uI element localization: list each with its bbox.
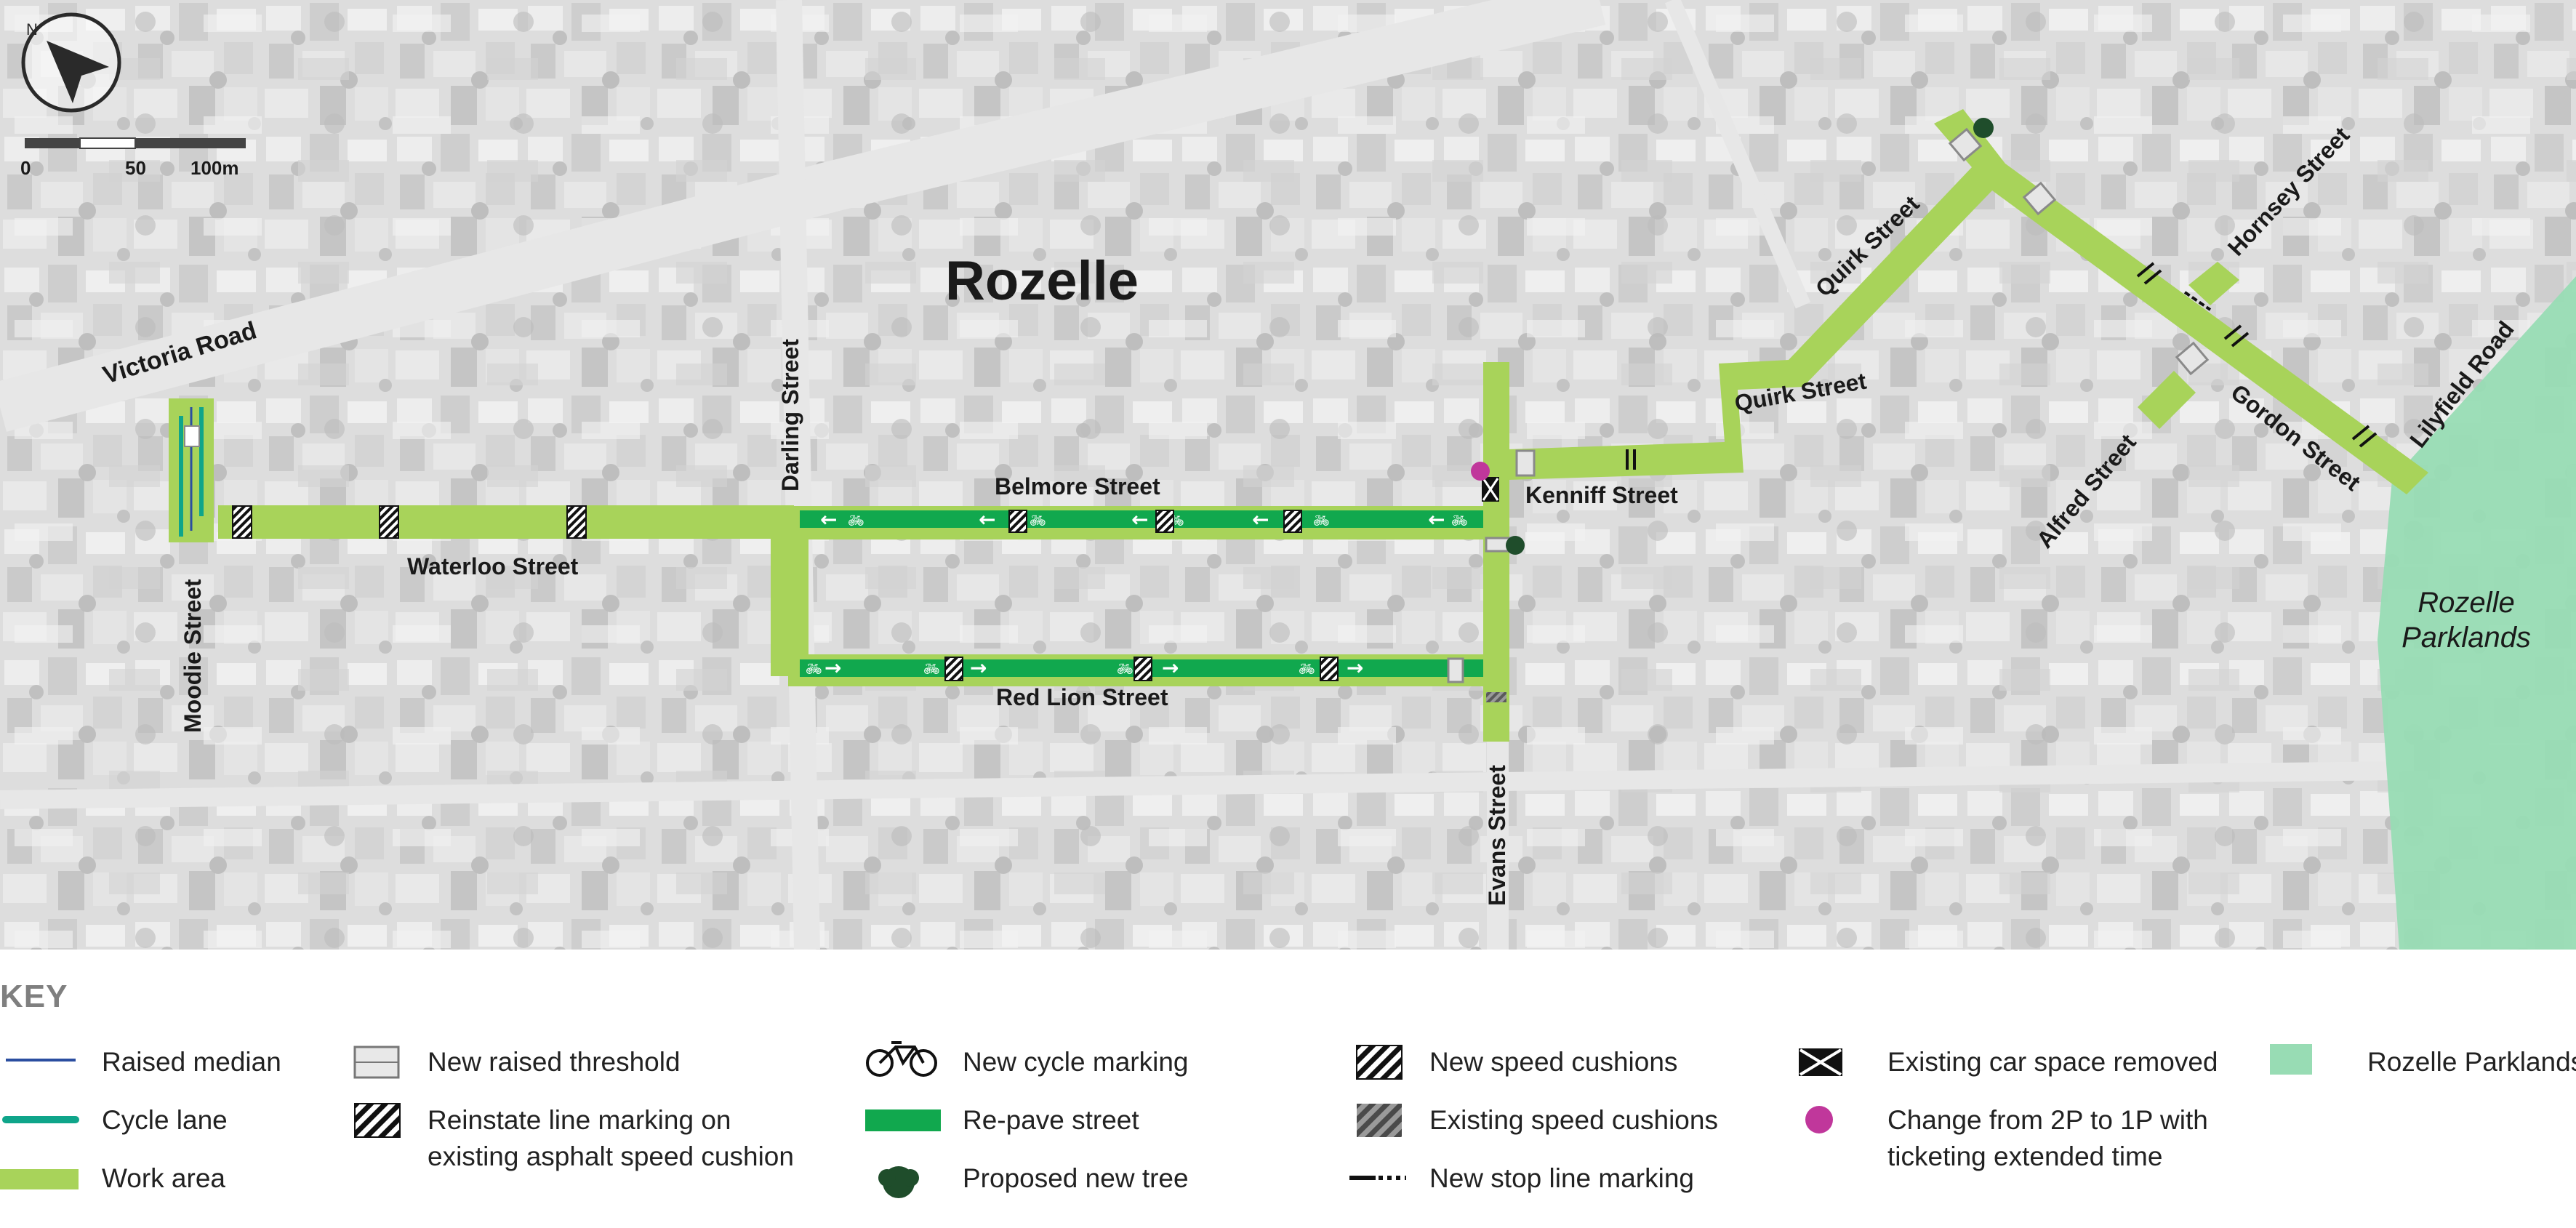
north-arrow-icon: N — [21, 12, 121, 113]
tree-icon — [878, 1166, 919, 1198]
key-raised-median: Raised median — [0, 1044, 305, 1088]
raised-median-icon — [6, 1059, 76, 1062]
scale-bar: 0 50 100m — [20, 137, 246, 179]
proposed-trees — [1506, 118, 1994, 555]
street-evans: Evans Street — [1484, 765, 1510, 906]
key-label: New cycle marking — [963, 1047, 1189, 1077]
rozelle-parklands — [2378, 276, 2576, 950]
svg-text:←: ← — [820, 507, 837, 531]
parklands-swatch-icon — [2270, 1044, 2312, 1075]
street-belmore: Belmore Street — [995, 473, 1160, 499]
key-label: Reinstate line marking on — [428, 1105, 731, 1135]
street-kenniff: Kenniff Street — [1525, 482, 1678, 508]
scale-mid: 50 — [125, 157, 146, 179]
key-label: Rozelle Parklands — [2367, 1047, 2576, 1077]
car-space-removed-icon — [1799, 1048, 1842, 1076]
direction-arrows: ← ← ← ← ← → → → → — [820, 507, 1445, 680]
cycle-markings: 🚲︎ 🚲︎ 🚲︎ 🚲︎ 🚲︎ 🚲︎ 🚲︎ 🚲︎ 🚲︎ — [806, 513, 1468, 677]
new-cushion-icon — [1356, 1045, 1403, 1080]
key-tree: Proposed new tree — [861, 1160, 1312, 1204]
key-repave: Re-pave street — [861, 1102, 1312, 1146]
north-label: N — [26, 20, 38, 39]
key-stop-line: New stop line marking — [1328, 1160, 1793, 1204]
scale-zero: 0 — [20, 157, 31, 179]
svg-text:←: ← — [979, 507, 995, 531]
svg-text:🚲︎: 🚲︎ — [1313, 513, 1330, 529]
key-label: New stop line marking — [1429, 1163, 1694, 1193]
cycle-lane-icon — [2, 1116, 79, 1123]
street-moodie: Moodie Street — [180, 579, 206, 733]
key-label: New raised threshold — [428, 1047, 681, 1077]
work-area-swatch-icon — [0, 1169, 79, 1189]
legend: KEY Raised median Cycle lane Work area N… — [0, 950, 2576, 1228]
existing-speed-cushion — [1486, 692, 1506, 702]
key-reinstate-marking: Reinstate line marking on existing aspha… — [326, 1102, 878, 1182]
svg-text:→: → — [824, 656, 841, 680]
svg-text:←: ← — [1131, 507, 1148, 531]
parking-change-dot — [1471, 462, 1490, 481]
svg-text:🚲︎: 🚲︎ — [806, 662, 822, 677]
svg-text:→: → — [1162, 656, 1179, 680]
svg-text:🚲︎: 🚲︎ — [1030, 513, 1046, 529]
svg-text:→: → — [970, 656, 987, 680]
svg-text:🚲︎: 🚲︎ — [848, 513, 864, 529]
svg-text:🚲︎: 🚲︎ — [1299, 662, 1315, 677]
key-parklands: Rozelle Parklands — [2266, 1044, 2576, 1088]
key-parking-change: Change from 2P to 1P with ticketing exte… — [1786, 1102, 2309, 1182]
svg-text:🚲︎: 🚲︎ — [1451, 513, 1468, 529]
legend-title: KEY — [0, 979, 68, 1014]
key-label: Change from 2P to 1P with — [1887, 1105, 2208, 1135]
key-label: Cycle lane — [102, 1105, 228, 1135]
key-cycle-lane: Cycle lane — [0, 1102, 305, 1146]
key-label: Work area — [102, 1163, 225, 1193]
key-label: Raised median — [102, 1047, 281, 1077]
key-label: Re-pave street — [963, 1105, 1139, 1135]
key-label: ticketing extended time — [1887, 1141, 2163, 1171]
suburb-label: Rozelle — [945, 250, 1139, 312]
key-new-threshold: New raised threshold — [326, 1044, 835, 1088]
key-car-space: Existing car space removed — [1786, 1044, 2309, 1088]
car-space-removed-marker — [1482, 477, 1499, 502]
street-red-lion: Red Lion Street — [996, 684, 1168, 710]
map: ← ← ← ← ← → → → → 🚲︎ 🚲︎ 🚲︎ 🚲︎ 🚲︎ 🚲︎ 🚲︎ 🚲… — [0, 0, 2576, 950]
key-cycle-marking: New cycle marking — [861, 1037, 1312, 1080]
svg-text:🚲︎: 🚲︎ — [923, 662, 940, 677]
speed-cushions — [232, 505, 1339, 681]
key-work-area: Work area — [0, 1160, 305, 1204]
street-waterloo: Waterloo Street — [407, 553, 579, 579]
key-new-cushions: New speed cushions — [1328, 1044, 1793, 1088]
stop-line-icon — [1349, 1176, 1406, 1180]
park-label-line2: Parklands — [2402, 622, 2531, 654]
key-label: existing asphalt speed cushion — [428, 1141, 794, 1171]
reinstate-marking-icon — [354, 1103, 401, 1138]
parking-change-dot-icon — [1805, 1106, 1833, 1133]
repave-swatch-icon — [865, 1109, 941, 1131]
stop-lines — [1626, 262, 2378, 470]
key-label: Existing car space removed — [1887, 1047, 2218, 1077]
moodie-cycle-lane — [179, 407, 204, 537]
key-existing-cushions: Existing speed cushions — [1328, 1102, 1793, 1146]
svg-text:←: ← — [1252, 507, 1269, 531]
svg-text:→: → — [1347, 656, 1363, 680]
key-label: Existing speed cushions — [1429, 1105, 1718, 1135]
bicycle-icon — [866, 1041, 937, 1077]
key-label: Proposed new tree — [963, 1163, 1189, 1193]
key-label: New speed cushions — [1429, 1047, 1678, 1077]
existing-cushion-icon — [1357, 1104, 1402, 1137]
scale-end: 100m — [190, 157, 239, 179]
street-darling: Darling Street — [777, 339, 803, 491]
svg-text:🚲︎: 🚲︎ — [1117, 662, 1133, 677]
raised-threshold-icon — [353, 1046, 400, 1079]
svg-text:←: ← — [1428, 507, 1445, 531]
park-label-line1: Rozelle — [2417, 587, 2514, 619]
